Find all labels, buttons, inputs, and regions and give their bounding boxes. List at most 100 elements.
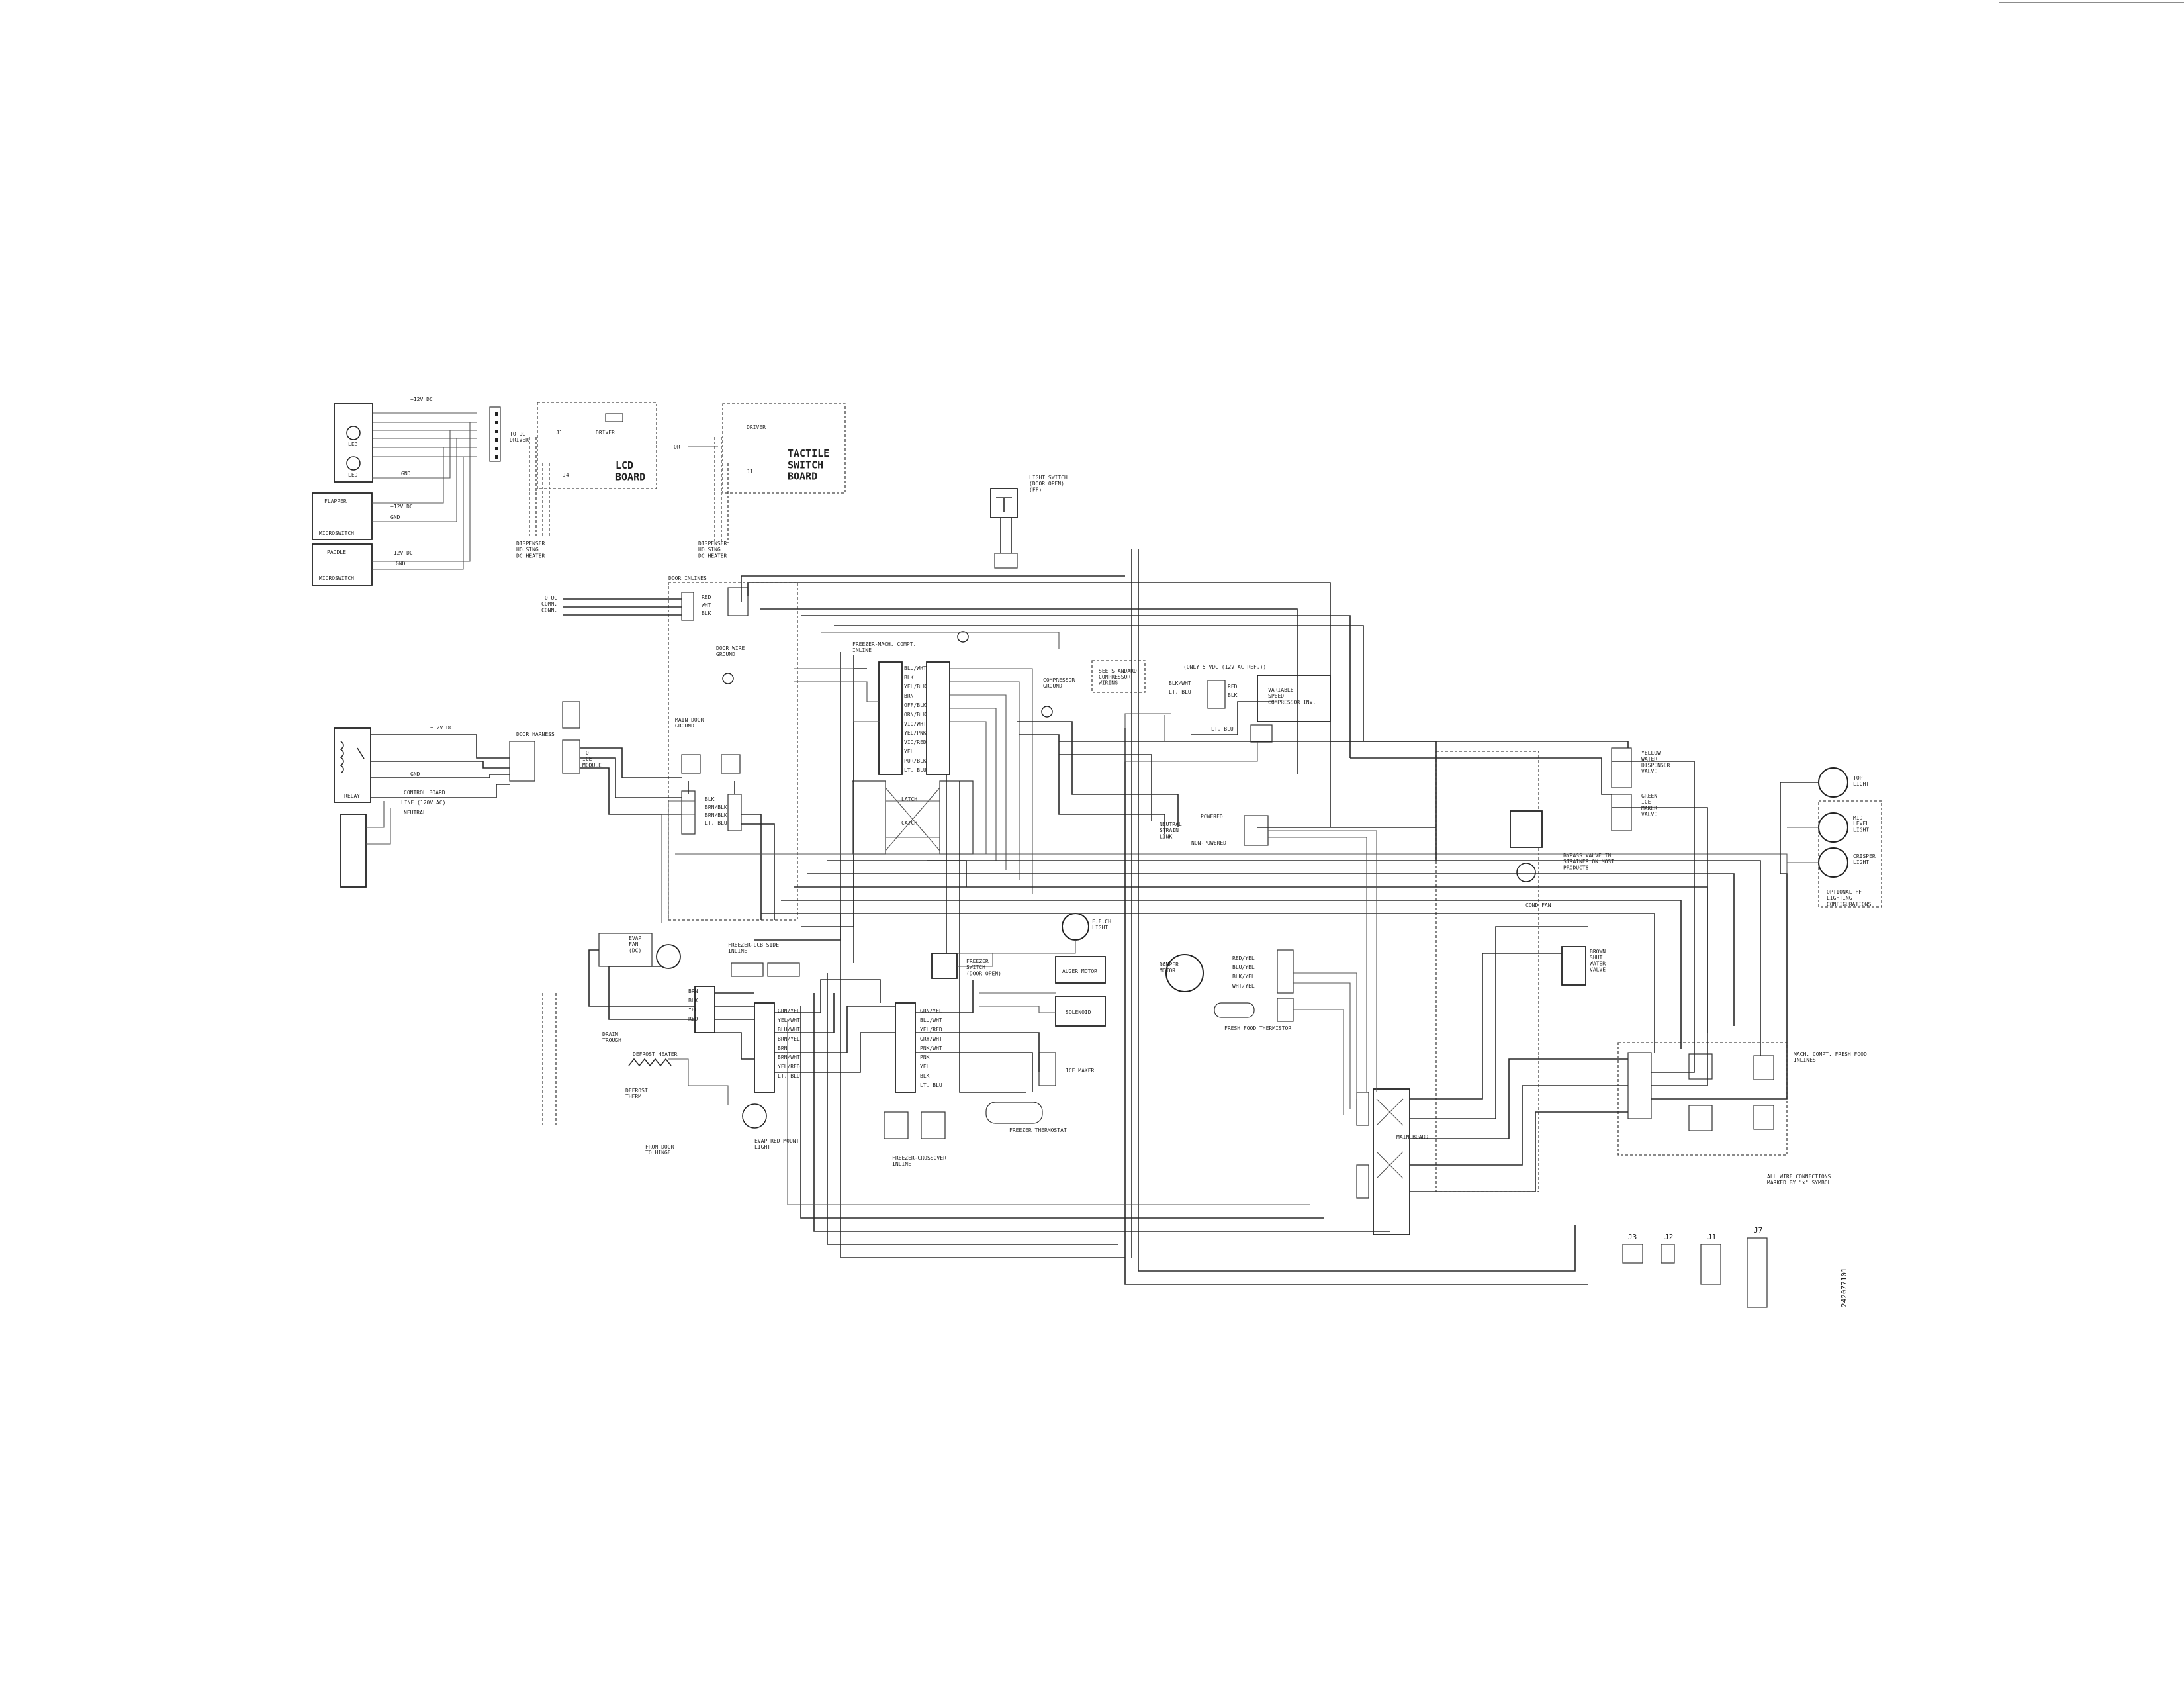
damper-wire-2: BLU/YEL	[1232, 964, 1255, 970]
crossover-wire-8: BLK	[920, 1073, 930, 1079]
fm-wire-6: ORN/BLK	[904, 712, 927, 718]
connector-legend: J3 J2 J1 J7	[1622, 1226, 1768, 1308]
cond-fan-label: COND FAN	[1525, 902, 1551, 908]
lcb-wire-3: BLU/WHT	[778, 1027, 800, 1033]
inverter-wire-5: BLK	[1228, 692, 1238, 698]
defrost-heater: DEFROST HEATER	[633, 1051, 678, 1057]
crossover-wire-3: YEL/RED	[920, 1027, 942, 1033]
powered-label: POWERED	[1201, 814, 1223, 820]
connector-j3: J3	[1628, 1233, 1637, 1241]
freezer-crossover-inline: GRN/YEL BLU/WHT YEL/RED GRY/WHT PNK/WHT …	[884, 1002, 946, 1167]
optional-light-box	[1818, 800, 1882, 908]
light-bulb-icon	[742, 1103, 767, 1129]
flapper-switch	[312, 492, 373, 540]
freezer-mach-connector-left	[878, 661, 903, 775]
connector-j2: J2	[1664, 1233, 1673, 1241]
light-switch: LIGHT SWITCH(DOOR OPEN)(FF)	[990, 475, 1068, 569]
neutral-label: NEUTRAL	[404, 810, 426, 816]
led-panel	[334, 403, 373, 483]
inverter-box	[1257, 675, 1331, 722]
lcd-board-outline	[537, 402, 657, 489]
crossover-wire-2: BLU/WHT	[920, 1017, 942, 1023]
door-wire-blk: BLK	[702, 610, 711, 616]
freezer-thermostat-label: FREEZER THERMOSTAT	[1009, 1127, 1067, 1133]
line-label: LINE (120V AC)	[401, 800, 445, 806]
ground-icon	[722, 673, 734, 684]
fm-wire-1: BLU/WHT	[904, 665, 927, 671]
gnd-label-c: GND	[396, 561, 406, 567]
connector-j7: J7	[1754, 1226, 1762, 1235]
solenoid	[1055, 996, 1106, 1027]
cond-fan-icon	[1516, 863, 1536, 882]
catch-label: CATCH	[901, 820, 917, 826]
dispenser-assembly: LED LED +12V DC GND FLAPPER MICROSWITCH …	[312, 397, 501, 586]
main-board-label: MAIN BOARD	[1396, 1134, 1428, 1140]
fm-wire-11: PUR/BLK	[904, 758, 927, 764]
auger-motor-label: AUGER MOTOR	[1062, 968, 1097, 974]
or-label: OR	[674, 444, 680, 450]
doc-number: 242077101	[1840, 1268, 1848, 1307]
cond-fan-box	[1510, 810, 1543, 848]
lcb-wire-1: GRN/YEL	[778, 1008, 800, 1014]
interconnect-wiring	[542, 549, 1819, 1285]
evap-fan-icon	[656, 944, 681, 969]
ice-inline: BLK BRN/BLK BRN/BLK LT. BLU	[681, 754, 742, 835]
crossover-wire-1: GRN/YEL	[920, 1008, 942, 1014]
lcb-wire-6: BRN/WHT	[778, 1055, 800, 1060]
top-light-icon	[1818, 767, 1848, 798]
crisper-light-icon	[1818, 847, 1848, 878]
inverter-wire-4: RED	[1228, 684, 1238, 690]
lcb-wire-5: BRN	[778, 1045, 788, 1051]
terminal-block	[340, 814, 367, 888]
supply-label: +12V DC	[410, 397, 433, 402]
relay-box	[334, 727, 371, 803]
damper-wire-4: WHT/YEL	[1232, 983, 1255, 989]
inverter-wire-2: LT. BLU	[1169, 689, 1191, 695]
door-wire-wht: WHT	[702, 602, 711, 608]
fm-wire-9: VIO/RED	[904, 739, 927, 745]
lcb-wire-2: YEL/WHT	[778, 1017, 800, 1023]
freezer-switch	[931, 953, 958, 979]
paddle-label: PADDLE	[327, 549, 346, 555]
light-switch-label: LIGHT SWITCH(DOOR OPEN)(FF)	[1029, 475, 1068, 492]
gnd-main-label: GND	[410, 771, 420, 777]
ice-wire-2: BRN/BLK	[705, 804, 727, 810]
freezer-mach-title: FREEZER-MACH. COMPT.INLINE	[852, 641, 916, 653]
inverter-wire-1: BLK/WHT	[1169, 680, 1191, 686]
door-harness-label: DOOR HARNESS	[516, 731, 555, 737]
inverter-wire-3: LT. BLU	[1211, 726, 1234, 732]
relay-section: RELAY +12V DC GND CONTROL BOARD LINE (12…	[334, 701, 682, 888]
main-board: MAIN BOARD	[1356, 1088, 1428, 1235]
paddle-switch	[312, 543, 373, 586]
fm-wire-7: VIO/WHT	[904, 721, 927, 727]
evap-wire-1: BRN	[688, 988, 698, 994]
led-label-2: LED	[348, 472, 358, 478]
evap-wire-3: YEL	[688, 1007, 698, 1013]
crossover-wire-6: PNK	[920, 1055, 930, 1060]
led-icon	[346, 456, 361, 471]
